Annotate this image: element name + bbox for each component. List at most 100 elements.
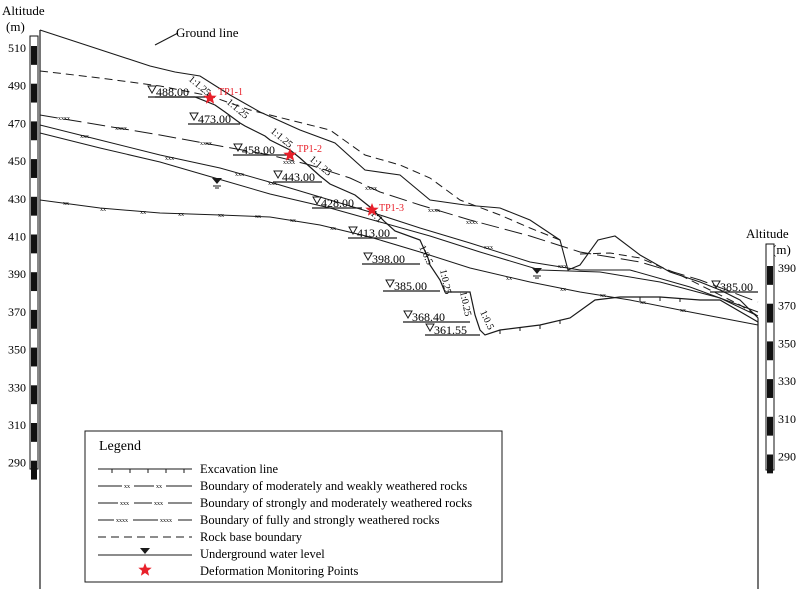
water-level-marker	[212, 178, 222, 189]
altitude-tick-label: 410	[8, 230, 26, 244]
full-strong-mark: xxxx	[365, 186, 377, 192]
monitoring-point-tp1-3: TP1-3	[365, 203, 404, 216]
elevation-marker-icon	[233, 143, 243, 153]
altitude-tick-label: 430	[8, 192, 26, 206]
elevation-label: 361.55	[434, 323, 467, 337]
moderate-weak-mark: xx	[290, 218, 296, 224]
elevation-label: 443.00	[282, 170, 315, 184]
legend-line-mark: xxx	[120, 501, 129, 507]
strong-moderate-mark: xxx	[80, 134, 89, 140]
elevation-marker-icon	[273, 170, 283, 180]
legend-item-label: Boundary of strongly and moderately weat…	[200, 496, 472, 510]
altitude-tick-label: 390	[778, 261, 796, 275]
elevation-label: 473.00	[198, 112, 231, 126]
elevation-label: 428.00	[321, 196, 354, 210]
elevation-label: 458.00	[242, 143, 275, 157]
altitude-tick-label: 350	[8, 343, 26, 357]
slope-ratio-label: 1:0.5	[477, 309, 496, 332]
moderate-weak-weathered-boundary	[39, 199, 759, 326]
moderate-weak-mark: xx	[255, 214, 261, 220]
water-level-marker	[532, 268, 542, 279]
left-altitude-axis: Altitude (m) 510490470450430410390370350…	[2, 3, 45, 480]
elevation-marker-icon	[312, 196, 322, 206]
legend-line-mark: xx	[124, 484, 130, 490]
moderate-weak-mark: xx	[600, 293, 606, 299]
legend-line-mark: xxx	[154, 501, 163, 507]
elevation-label: 385.00	[720, 280, 753, 294]
altitude-tick-label: 390	[8, 267, 26, 281]
section-frame	[39, 30, 759, 589]
legend-item-label: Deformation Monitoring Points	[200, 564, 358, 578]
legend-title: Legend	[99, 439, 141, 454]
moderate-weak-mark: xx	[560, 287, 566, 293]
monitoring-point-tp1-1: TP1-1	[203, 87, 243, 104]
moderate-weak-mark: xx	[140, 210, 146, 216]
excavation-ticks	[499, 297, 681, 334]
legend-item-label: Excavation line	[200, 462, 279, 476]
star-icon	[138, 563, 152, 576]
altitude-tick-label: 310	[8, 418, 26, 432]
moderate-weak-mark: xx	[506, 276, 512, 282]
monitoring-point-tp1-2: TP1-2	[283, 144, 322, 161]
star-icon	[365, 203, 379, 216]
elevation-marker-icon	[711, 280, 721, 290]
slope-ratio-label: 1:0.25	[457, 290, 473, 317]
right-axis-title: Altitude	[746, 226, 789, 241]
strong-moderate-mark: xxx	[484, 245, 493, 251]
strong-moderate-mark: xxx	[268, 181, 277, 187]
full-strong-mark: xxxx	[115, 126, 127, 132]
monitoring-point-label: TP1-1	[218, 87, 243, 98]
altitude-tick-label: 450	[8, 154, 26, 168]
altitude-tick-label: 330	[8, 380, 26, 394]
legend-line-mark: xx	[156, 484, 162, 490]
altitude-tick-label: 370	[8, 305, 26, 319]
legend-item-label: Boundary of moderately and weakly weathe…	[200, 479, 467, 493]
full-strong-mark: xxxx	[283, 160, 295, 166]
strong-moderate-mark: xxx	[235, 172, 244, 178]
right-axis-unit: (m)	[772, 242, 791, 257]
legend-line-mark: xxxx	[160, 518, 172, 524]
legend: Legend Excavation line xx xx Boundary of…	[84, 430, 503, 583]
slope-ratio-label: 1:0.5	[416, 244, 435, 267]
altitude-tick-label: 290	[8, 456, 26, 470]
elevation-marker-icon	[385, 279, 395, 289]
excavation-line	[155, 96, 759, 336]
moderate-weak-mark: xx	[63, 201, 69, 207]
left-axis-unit: (m)	[6, 19, 25, 34]
full-strong-mark: xxxx	[428, 208, 440, 214]
slope-ratio-label: 1:0.25	[437, 268, 453, 295]
legend-item-label: Boundary of fully and strongly weathered…	[200, 513, 440, 527]
underground-water-level	[39, 132, 759, 317]
legend-item-label: Underground water level	[200, 547, 325, 561]
strong-moderate-weathered-boundary	[39, 124, 759, 313]
elevation-label: 398.00	[372, 252, 405, 266]
legend-swatch-monitoring-point	[138, 563, 152, 576]
strong-moderate-mark: xxx	[165, 156, 174, 162]
altitude-tick-label: 350	[778, 336, 796, 350]
altitude-tick-label: 290	[778, 450, 796, 464]
legend-swatch-excavation	[98, 468, 192, 473]
legend-swatch-water-level	[98, 548, 192, 556]
elevation-marker-icon	[425, 323, 435, 333]
monitoring-point-label: TP1-3	[379, 203, 404, 214]
ground-line	[39, 29, 759, 322]
altitude-tick-label: 490	[8, 79, 26, 93]
legend-line-mark: xxxx	[116, 518, 128, 524]
strong-moderate-mark: xxx	[558, 264, 567, 270]
elevation-marker-icon	[403, 310, 413, 320]
elevation-marker-icon	[147, 85, 157, 95]
moderate-weak-mark: xx	[680, 308, 686, 314]
altitude-tick-label: 330	[778, 374, 796, 388]
elevation-label: 368.40	[412, 310, 445, 324]
moderate-weak-mark: xx	[218, 213, 224, 219]
altitude-tick-label: 510	[8, 41, 26, 55]
star-icon	[203, 91, 217, 104]
moderate-weak-mark: xx	[330, 226, 336, 232]
altitude-tick-label: 310	[778, 412, 796, 426]
full-strong-weathered-boundary	[39, 114, 759, 303]
moderate-weak-mark: xx	[100, 207, 106, 213]
full-strong-mark: xxxx	[466, 220, 478, 226]
ground-line-label: Ground line	[176, 25, 239, 40]
